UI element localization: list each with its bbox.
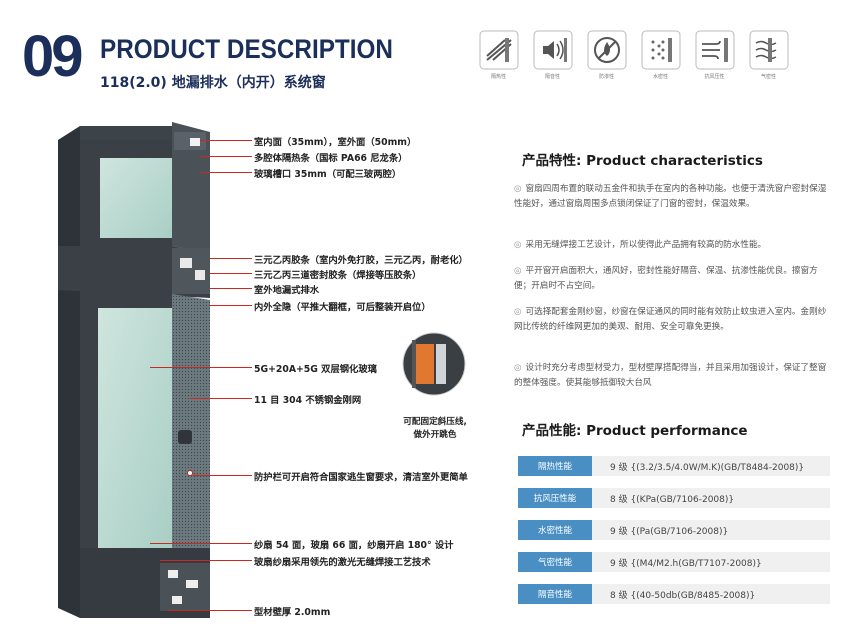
icon-label: 隔热性 (490, 74, 506, 80)
callout-line (168, 610, 252, 611)
performance-row: 水密性能 9 级 {(Pa(GB/7106-2008)} (518, 520, 830, 540)
page-title: PRODUCT DESCRIPTION (100, 34, 393, 64)
callout-glass-slot: 玻璃槽口 35mm（可配三玻两腔） (254, 169, 402, 180)
airtight-icon (749, 30, 788, 70)
icon-item: 气密性 (746, 30, 791, 80)
callout-line (200, 156, 252, 157)
profile-detail-image (402, 332, 466, 396)
icon-label: 防渗性 (598, 74, 614, 80)
windpressure-icon (695, 30, 734, 70)
callout-line (210, 258, 252, 259)
soundproof-icon (533, 30, 572, 70)
performance-row: 气密性能 9 级 {(M4/M2.h(GB/T7107-2008)} (518, 552, 830, 572)
callout-dot (187, 470, 193, 476)
performance-heading: 产品性能: Product performance (522, 423, 748, 439)
callout-insulation-strip: 多腔体隔热条（国标 PA66 尼龙条） (254, 153, 408, 164)
performance-value: 8 级 {(40-50db(GB/8485-2008)} (592, 584, 830, 604)
detail-note-line: 可配固定斜压线, (403, 417, 467, 427)
performance-key: 抗风压性能 (518, 488, 592, 508)
window-illustration (58, 122, 210, 618)
callout-line (210, 288, 252, 289)
watertight-icon (641, 30, 680, 70)
characteristic-item: ◎平开窗开启面积大，通风好，密封性能好隔音、保温、抗渗性能优良。擦窗方便；开启时… (514, 266, 818, 291)
performance-key: 隔热性能 (518, 456, 592, 476)
performance-value: 9 级 {(M4/M2.h(GB/T7107-2008)} (592, 552, 830, 572)
performance-value: 8 级 {(KPa(GB/7106-2008)} (592, 488, 830, 508)
icon-label: 气密性 (760, 74, 776, 80)
characteristic-item: ◎设计时充分考虑型材受力，型材壁厚搭配得当，并且采用加强设计，保证了整窗的整体强… (514, 363, 827, 388)
callout-line (200, 172, 252, 173)
callout-line (193, 475, 252, 476)
callout-sash-width: 纱扇 54 面，玻扇 66 面，纱扇开启 180° 设计 (254, 540, 454, 551)
icon-label: 隔音性 (544, 74, 560, 80)
characteristics-heading: 产品特性: Product characteristics (522, 153, 763, 169)
section-number: 09 (22, 24, 83, 89)
waterproof-icon (587, 30, 626, 70)
performance-key: 隔音性能 (518, 584, 592, 604)
callout-line (150, 367, 252, 368)
callout-hidden-hinge: 内外全隐（平推大翻框，可后整装开启位） (254, 302, 431, 313)
callout-line (190, 398, 252, 399)
callout-line (210, 305, 252, 306)
performance-key: 水密性能 (518, 520, 592, 540)
callout-line (150, 543, 252, 544)
characteristic-item: ◎窗扇四周布置的联动五金件和执手在室内的各种功能。也便于清洗窗户密封保湿性能好，… (514, 184, 827, 209)
characteristic-item: ◎可选择配套金刚纱窗，纱窗在保证通风的同时能有效防止蚊虫进入室内。金刚纱网比传统… (514, 307, 827, 332)
icon-item: 水密性 (638, 30, 683, 80)
callout-triple-seal: 三元乙丙三道密封胶条（焊接等压胶条） (254, 270, 422, 281)
characteristic-item: ◎采用无缝焊接工艺设计，所以使得此产品拥有较高的防水性能。 (514, 240, 767, 250)
callout-glass-spec: 5G+20A+5G 双层钢化玻璃 (254, 364, 377, 375)
performance-key: 气密性能 (518, 552, 592, 572)
callout-drainage: 室外地漏式排水 (254, 285, 320, 296)
performance-icon-row: 隔热性 隔音性 防渗性 水密性 抗风压性 气密性 (476, 30, 791, 80)
icon-label: 水密性 (652, 74, 668, 80)
callout-mesh-spec: 11 目 304 不锈钢金刚网 (254, 395, 362, 406)
callout-wall-thickness: 型材壁厚 2.0mm (254, 607, 331, 618)
icon-label: 抗风压性 (704, 74, 725, 80)
performance-row: 隔音性能 8 级 {(40-50db(GB/8485-2008)} (518, 584, 830, 604)
performance-row: 抗风压性能 8 级 {(KPa(GB/7106-2008)} (518, 488, 830, 508)
callout-epdm-strip: 三元乙丙胶条（室内外免打胶，三元乙丙，耐老化） (254, 255, 468, 266)
detail-note-line: 做外开跳色 (413, 430, 457, 440)
detail-note: 可配固定斜压线, 做外开跳色 (393, 416, 477, 442)
insulation-icon (479, 30, 518, 70)
callout-laser-weld: 玻扇纱扇采用领先的激光无缝焊接工艺技术 (254, 557, 431, 568)
callout-line (200, 140, 252, 141)
performance-value: 9 级 {(Pa(GB/7106-2008)} (592, 520, 830, 540)
callout-line (210, 273, 252, 274)
callout-escape-guard: 防护栏可开启符合国家逃生窗要求，清洁室外更简单 (254, 472, 468, 483)
icon-item: 防渗性 (584, 30, 629, 80)
performance-value: 9 级 {(3.2/3.5/4.0W/M.K)(GB/T8484-2008)} (592, 456, 830, 476)
icon-item: 隔音性 (530, 30, 575, 80)
callout-profile-width: 室内面（35mm），室外面（50mm） (254, 137, 417, 148)
callout-line (160, 560, 252, 561)
icon-item: 隔热性 (476, 30, 521, 80)
icon-item: 抗风压性 (692, 30, 737, 80)
page-subtitle: 118(2.0) 地漏排水（内开）系统窗 (100, 75, 326, 91)
performance-row: 隔热性能 9 级 {(3.2/3.5/4.0W/M.K)(GB/T8484-20… (518, 456, 830, 476)
